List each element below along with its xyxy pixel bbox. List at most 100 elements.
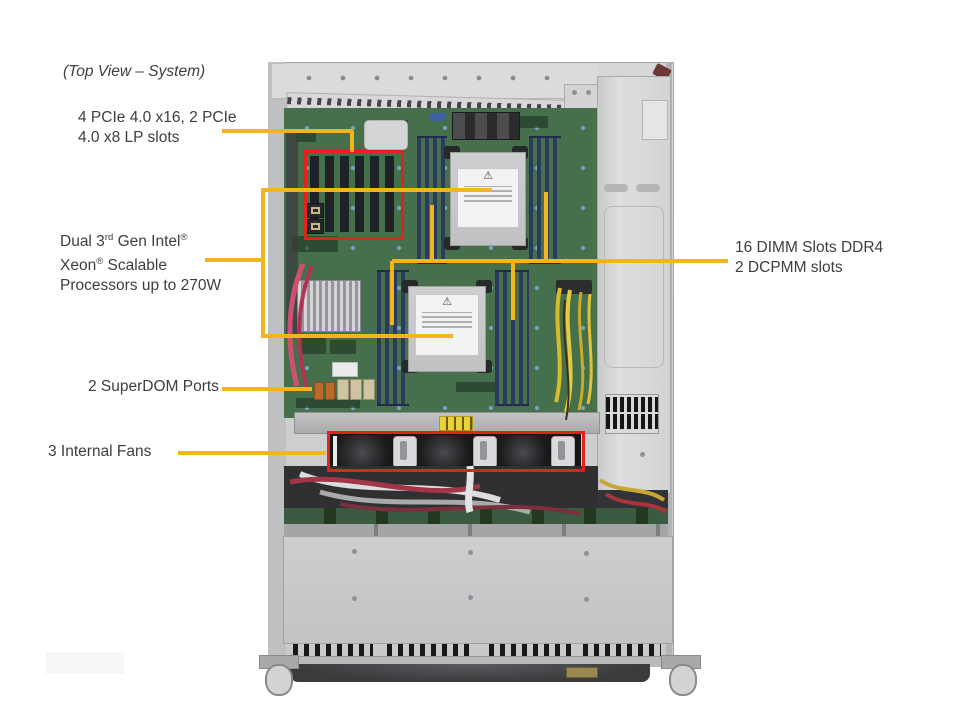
mobo-chip [456, 382, 496, 392]
rear-corner-plate [564, 84, 600, 110]
cpu1-label: ⚠ [457, 168, 519, 228]
pcie-slot [355, 156, 364, 232]
board-connector [350, 379, 362, 400]
callout-cpu-line3: Processors up to 270W [60, 277, 222, 295]
psu-handle-slot [636, 184, 660, 192]
cpu-line2-post: Scalable [103, 257, 167, 275]
mobo-chip [300, 338, 326, 354]
callout-line-cpu-stub [205, 258, 263, 262]
psu-panel-stamp [604, 206, 664, 368]
cpu2-label-text-lines [422, 312, 472, 328]
warning-triangle-icon: ⚠ [442, 296, 452, 308]
front-vent-group [583, 644, 661, 656]
callout-line-pcie-v [350, 131, 354, 152]
backplane [284, 508, 668, 524]
mobo-chip [292, 236, 338, 252]
internal-fan-2 [417, 435, 471, 467]
pcie-highlight-box [304, 150, 404, 240]
psu-grille-row [606, 414, 658, 429]
internal-fan-3 [497, 435, 549, 467]
front-lip [283, 656, 671, 667]
fan-handle-1 [393, 436, 417, 468]
callout-line-cpu-v [261, 188, 265, 338]
psu-handle-slot [604, 184, 628, 192]
board-connector [337, 379, 349, 400]
pcie-slot [370, 156, 379, 232]
screw [584, 551, 589, 556]
callout-pcie-label: 4 PCIe 4.0 x16, 2 PCIe 4.0 x8 LP slots [78, 108, 237, 148]
screw [468, 595, 473, 600]
superdom-port [314, 382, 324, 400]
front-vent-group [489, 644, 571, 656]
cpu-line2-pre: Xeon [60, 257, 97, 275]
callout-line-dimm-v3 [511, 261, 515, 320]
power-connector-block [556, 280, 592, 294]
screw [572, 90, 577, 95]
superdom-port [325, 382, 335, 400]
callout-superdom-label: 2 SuperDOM Ports [88, 378, 219, 395]
callout-line-dimm-h [392, 259, 728, 263]
front-drive-strip [290, 664, 650, 682]
drive-bay-cover [283, 536, 673, 644]
callout-pcie-line1: 4 PCIe 4.0 x16, 2 PCIe [78, 109, 237, 126]
callout-line-dimm-v1 [390, 261, 394, 325]
mobo-chip [330, 340, 356, 354]
rear-screw-row [292, 72, 554, 84]
air-shroud [364, 120, 408, 150]
callout-line-cpu-top [265, 188, 492, 192]
chassis-foot-left-wheel [265, 664, 293, 696]
cpu2-label: ⚠ [415, 294, 479, 356]
warning-triangle-icon: ⚠ [483, 170, 493, 182]
cpu-line1-mid: Gen Intel [113, 233, 181, 251]
registered-mark-icon: ® [180, 232, 188, 243]
fan-edge-strip [333, 436, 337, 466]
callout-cpu-label: Dual 3rd Gen Intel® Xeon® Scalable Proce… [60, 228, 221, 296]
pcie-slot [310, 156, 319, 232]
mobo-chip [520, 116, 548, 128]
front-vent-group [387, 644, 471, 656]
callout-line-cpu-bottom [265, 334, 453, 338]
screw [352, 596, 357, 601]
cable-area [284, 466, 598, 512]
vga-port [430, 113, 446, 121]
pcie-aux-connector [307, 219, 324, 234]
callout-cpu-line1: Dual 3rd Gen Intel® [60, 228, 221, 252]
pcie-slot [385, 156, 394, 232]
callout-line-pcie-h [222, 129, 353, 133]
cpu-line1-pre: Dual 3 [60, 233, 105, 251]
board-sticker [332, 362, 358, 377]
watermark [46, 652, 124, 674]
page-title: (Top View – System) [63, 63, 206, 80]
callout-pcie-line2: 4.0 x8 LP slots [78, 129, 180, 146]
fan-handle-2 [473, 436, 497, 468]
front-connector [566, 667, 598, 678]
internal-fan-1 [333, 435, 391, 467]
mobo-chip [296, 130, 316, 142]
registered-mark-icon: ® [96, 256, 104, 268]
mobo-chip [296, 398, 360, 408]
pcie-aux-connector [307, 203, 324, 218]
psu-grille-row [606, 397, 658, 412]
screw [468, 550, 473, 555]
screw [586, 90, 591, 95]
psu-fan-grille [605, 394, 659, 434]
board-connector [363, 379, 375, 400]
callout-dimm-line2: 2 DCPMM slots [735, 259, 843, 276]
chipset-heatsink [297, 280, 361, 332]
screw [640, 452, 645, 457]
screw [352, 549, 357, 554]
callout-line-dimm-v4 [544, 192, 548, 261]
callout-cpu-line2: Xeon® Scalable [60, 252, 221, 276]
chassis-foot-right-wheel [669, 664, 697, 696]
callout-fans-label: 3 Internal Fans [48, 443, 152, 460]
callout-line-dimm-v2 [430, 205, 434, 261]
callout-line-superdom [222, 387, 312, 391]
callout-dimm-label: 16 DIMM Slots DDR4 2 DCPMM slots [735, 238, 883, 278]
screw [584, 597, 589, 602]
callout-dimm-line1: 16 DIMM Slots DDR4 [735, 239, 884, 256]
fans-highlight-box [327, 431, 585, 472]
tray-shelf [284, 524, 668, 536]
pcie-slot [340, 156, 349, 232]
callout-line-fans [178, 451, 326, 455]
